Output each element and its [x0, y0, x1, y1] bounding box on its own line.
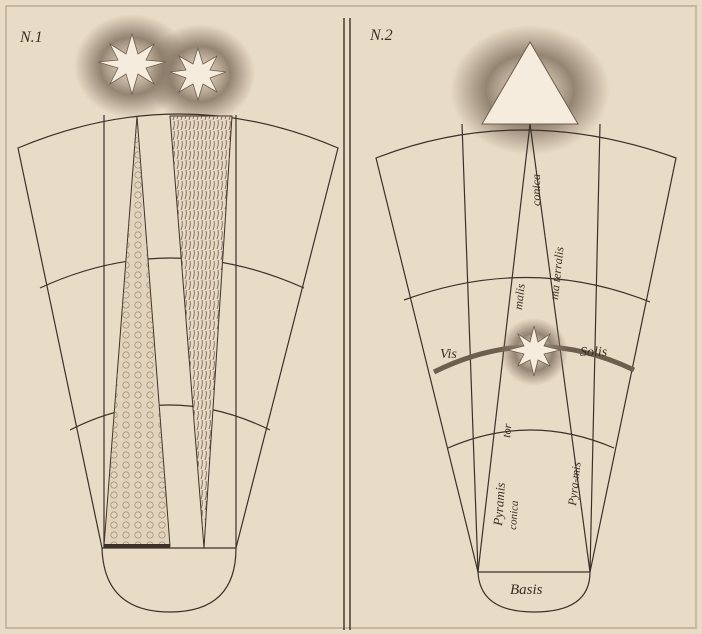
label-conica-lower: conica [507, 500, 521, 531]
label-vis: Vis [440, 347, 457, 362]
label-basis: Basis [510, 582, 543, 598]
label-pyramis: Pyramis [490, 482, 508, 527]
label-conica: conica [529, 174, 543, 206]
label-tor: tor [499, 423, 514, 439]
label-solis: Solis [580, 345, 608, 360]
figure-2-label: N.2 [369, 27, 393, 44]
label-malis: malis [511, 283, 528, 311]
figure-1-label: N.1 [19, 29, 43, 46]
